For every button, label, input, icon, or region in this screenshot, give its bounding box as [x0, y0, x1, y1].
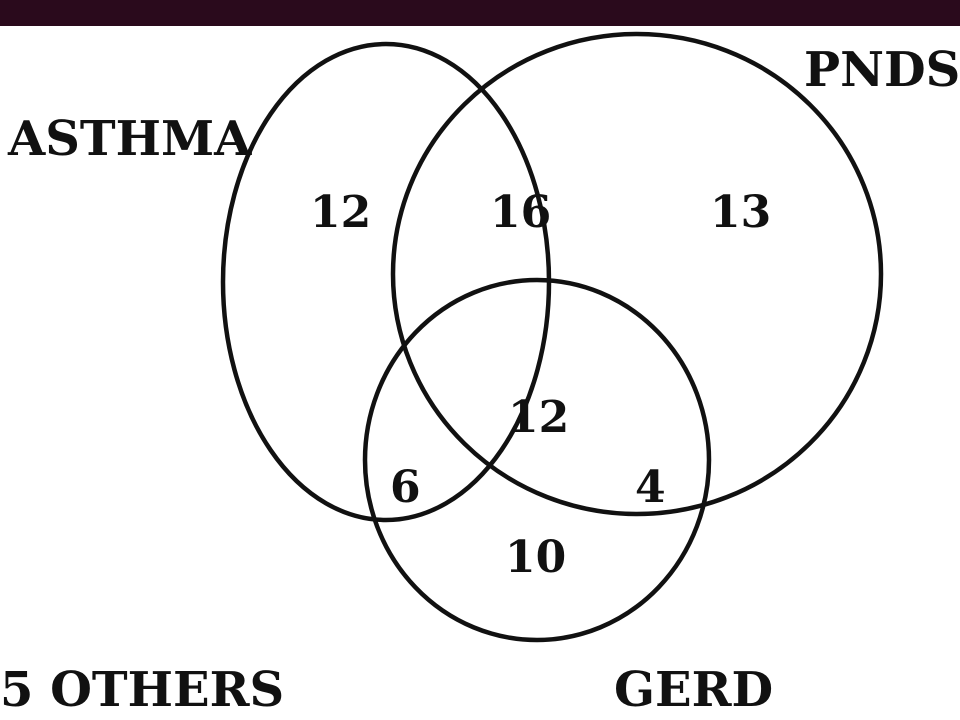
pnds-circle — [390, 31, 884, 517]
pnds-gerd-count: 4 — [635, 462, 666, 513]
all-three-count: 12 — [508, 392, 569, 443]
asthma-pnds-count: 16 — [490, 187, 551, 238]
top-bar — [0, 0, 960, 26]
asthma-label: ASTHMA — [7, 111, 252, 167]
gerd-label: GERD — [614, 662, 773, 718]
others-label: 5 OTHERS — [0, 662, 284, 718]
asthma-gerd-count: 6 — [390, 462, 421, 513]
pnds-only-count: 13 — [710, 187, 771, 238]
pnds-label: PNDS — [804, 42, 960, 98]
asthma-only-count: 12 — [310, 187, 371, 238]
gerd-only-count: 10 — [505, 532, 566, 583]
gerd-circle — [362, 277, 712, 643]
